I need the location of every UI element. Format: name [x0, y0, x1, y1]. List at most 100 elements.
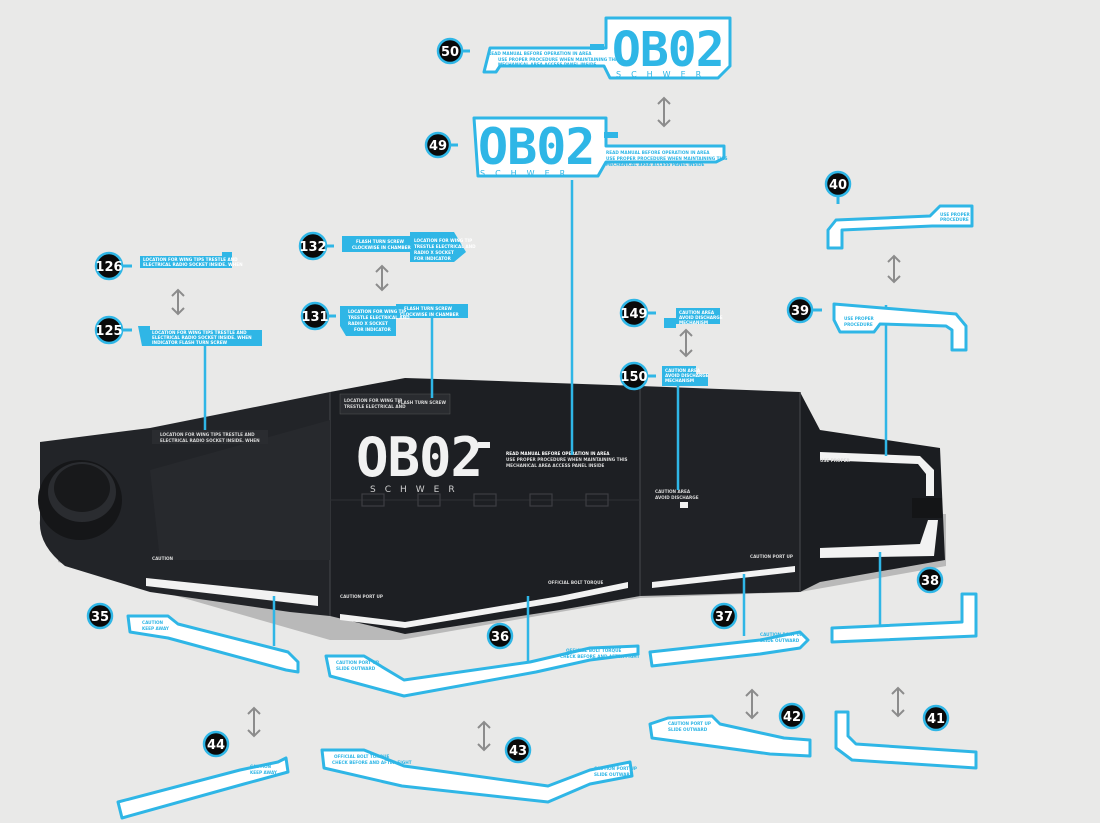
decal-131-text-1: LOCATION FOR WING TIP [348, 309, 406, 314]
decal-36: CAUTION PORT UP SLIDE OUTWARD OFFICIAL B… [324, 644, 640, 698]
svg-text:131: 131 [301, 310, 328, 325]
decal-37: CAUTION PORT UP SLIDE OUTWARD [648, 630, 810, 668]
applied-37-text: CAUTION PORT UP [750, 554, 793, 559]
decal-131-text-2: TRESTLE ELECTRICAL AND [348, 315, 410, 320]
decal-50-logo: OB02 [612, 22, 724, 78]
decal-49: OB02 SCHWER READ MANUAL BEFORE OPERATION… [472, 116, 728, 178]
decal-150-text-3: MECHANISM [665, 378, 694, 383]
decal-36-text-3: OFFICIAL BOLT TORQUE [566, 648, 621, 653]
applied-131-text-3: FLASH TURN SCREW [398, 400, 446, 405]
svg-text:149: 149 [620, 307, 647, 322]
decal-35-text-1: CAUTION [142, 620, 164, 625]
decal-150-text-1: CAUTION AREA [665, 368, 701, 373]
svg-text:126: 126 [95, 260, 122, 275]
decal-36-text-1: CAUTION PORT UP [336, 660, 379, 665]
decal-132-text-2: CLOCKWISE IN CHAMBER [352, 245, 412, 250]
decal-132-text-5: RADIO X SOCKET [414, 250, 454, 255]
decal-126-text-2: ELECTRICAL RADIO SOCKET INSIDE. WHEN [143, 262, 243, 267]
decal-43-text-1: OFFICIAL BOLT TORQUE [334, 754, 389, 759]
badge-131: 131 [300, 301, 336, 331]
decal-50-warn-3: MECHANICAL AREA ACCESS PANEL INSIDE [498, 62, 596, 67]
decal-44-text-2: KEEP AWAY [250, 770, 278, 775]
applied-logo-warn-2: USE PROPER PROCEDURE WHEN MAINTAINING TH… [506, 457, 628, 462]
svg-text:132: 132 [299, 240, 326, 255]
badge-38: 38 [916, 566, 944, 594]
badge-37: 37 [710, 602, 738, 630]
armor-right-center-section [640, 386, 800, 596]
decal-40: USE PROPER PROCEDURE [826, 204, 974, 250]
badge-42: 42 [778, 702, 806, 730]
decal-150-text-2: AVOID DISCHARGE [665, 373, 709, 378]
applied-150-text-1: CAUTION AREA [655, 489, 691, 494]
leader-lines [203, 180, 888, 666]
decal-50: OB02 SCHWER READ MANUAL BEFORE OPERATION… [482, 16, 732, 80]
badge-150: 150 [619, 361, 656, 391]
svg-text:43: 43 [509, 744, 527, 759]
armor-knob [38, 460, 122, 540]
decal-132-text-1: FLASH TURN SCREW [356, 239, 404, 244]
decal-39-text-2: PROCEDURE [844, 322, 873, 327]
badge-126: 126 [94, 251, 132, 281]
badge-36: 36 [486, 622, 514, 650]
decal-49-warn-3: MECHANICAL AREA ACCESS PANEL INSIDE [606, 162, 704, 167]
applied-logo-warn-1: READ MANUAL BEFORE OPERATION IN AREA [506, 451, 610, 456]
decal-40-text-2: PROCEDURE [940, 217, 969, 222]
svg-text:49: 49 [429, 139, 447, 154]
decal-125-text-3: INDICATOR FLASH TURN SCREW [152, 340, 228, 345]
decal-126: LOCATION FOR WING TIPS TRESTLE AND ELECT… [140, 252, 243, 268]
decal-150: CAUTION AREA AVOID DISCHARGE MECHANISM [662, 366, 709, 386]
svg-text:41: 41 [927, 712, 945, 727]
decal-49-sub: SCHWER [480, 169, 575, 178]
armor-part: OB02 SCHWER READ MANUAL BEFORE OPERATION… [38, 378, 946, 640]
svg-text:38: 38 [921, 574, 939, 589]
applied-decals: OB02 SCHWER READ MANUAL BEFORE OPERATION… [146, 393, 938, 628]
decal-37-text-2: SLIDE OUTWARD [760, 638, 800, 643]
decal-149-text-1: CAUTION AREA [679, 310, 715, 315]
badge-41: 41 [922, 704, 950, 732]
applied-36-text-2: OFFICIAL BOLT TORQUE [548, 580, 603, 585]
placement-arrows [171, 96, 905, 752]
decal-43-text-4: SLIDE OUTWARD [594, 772, 634, 777]
applied-logo-warn-3: MECHANICAL AREA ACCESS PANEL INSIDE [506, 463, 604, 468]
decal-42: CAUTION PORT UP SLIDE OUTWARD [648, 714, 812, 758]
badge-35: 35 [86, 602, 114, 630]
applied-39-text: USE PROPER [820, 458, 851, 463]
badge-125: 125 [94, 315, 132, 345]
armor-right-section [800, 392, 945, 592]
badge-43: 43 [504, 736, 532, 764]
decal-40-text-1: USE PROPER [940, 212, 971, 217]
decal-49-warn-2: USE PROPER PROCEDURE WHEN MAINTAINING TH… [606, 156, 728, 161]
decal-36-text-2: SLIDE OUTWARD [336, 666, 376, 671]
applied-logo: OB02 [356, 426, 482, 489]
svg-text:37: 37 [715, 610, 733, 625]
decal-36-text-4: CHECK BEFORE AND AFTER FIGHT [560, 654, 640, 659]
decal-43: OFFICIAL BOLT TORQUE CHECK BEFORE AND AF… [320, 748, 637, 804]
decal-43-text-2: CHECK BEFORE AND AFTER FIGHT [332, 760, 412, 765]
part-number-badges: 50 49 40 39 132 131 [86, 37, 950, 764]
applied-131-text-2: TRESTLE ELECTRICAL AND [344, 404, 406, 409]
applied-35-text: CAUTION [152, 556, 174, 561]
decal-131-text-5: FLASH TURN SCREW [404, 306, 452, 311]
applied-125-text-1: LOCATION FOR WING TIPS TRESTLE AND [160, 432, 255, 437]
svg-text:40: 40 [829, 178, 847, 193]
decal-149: CAUTION AREA AVOID DISCHARGE MECHANISM [664, 308, 723, 328]
applied-131-text-1: LOCATION FOR WING TIP [344, 398, 402, 403]
decal-44-text-1: CAUTION [250, 764, 272, 769]
decal-50-warn-2: USE PROPER PROCEDURE WHEN MAINTAINING TH… [498, 57, 620, 62]
svg-text:42: 42 [783, 710, 801, 725]
applied-125-text-2: ELECTRICAL RADIO SOCKET INSIDE. WHEN [160, 438, 260, 443]
decal-126-text-1: LOCATION FOR WING TIPS TRESTLE AND [143, 257, 238, 262]
decal-50-warn-1: READ MANUAL BEFORE OPERATION IN AREA [488, 51, 592, 56]
decal-41 [834, 710, 978, 770]
decal-42-text-2: SLIDE OUTWARD [668, 727, 708, 732]
decal-149-text-2: AVOID DISCHARGE [679, 315, 723, 320]
decal-131-text-4: FOR INDICATOR [354, 327, 392, 332]
decal-132-text-4: TRESTLE ELECTRICAL AND [414, 244, 476, 249]
badge-49: 49 [424, 131, 458, 159]
badge-39: 39 [786, 296, 822, 324]
applied-logo-sub: SCHWER [370, 485, 464, 495]
badge-44: 44 [202, 730, 230, 758]
decal-125-text-2: ELECTRICAL RADIO SOCKET INSIDE. WHEN [152, 335, 252, 340]
decal-132: FLASH TURN SCREW CLOCKWISE IN CHAMBER LO… [342, 232, 476, 262]
